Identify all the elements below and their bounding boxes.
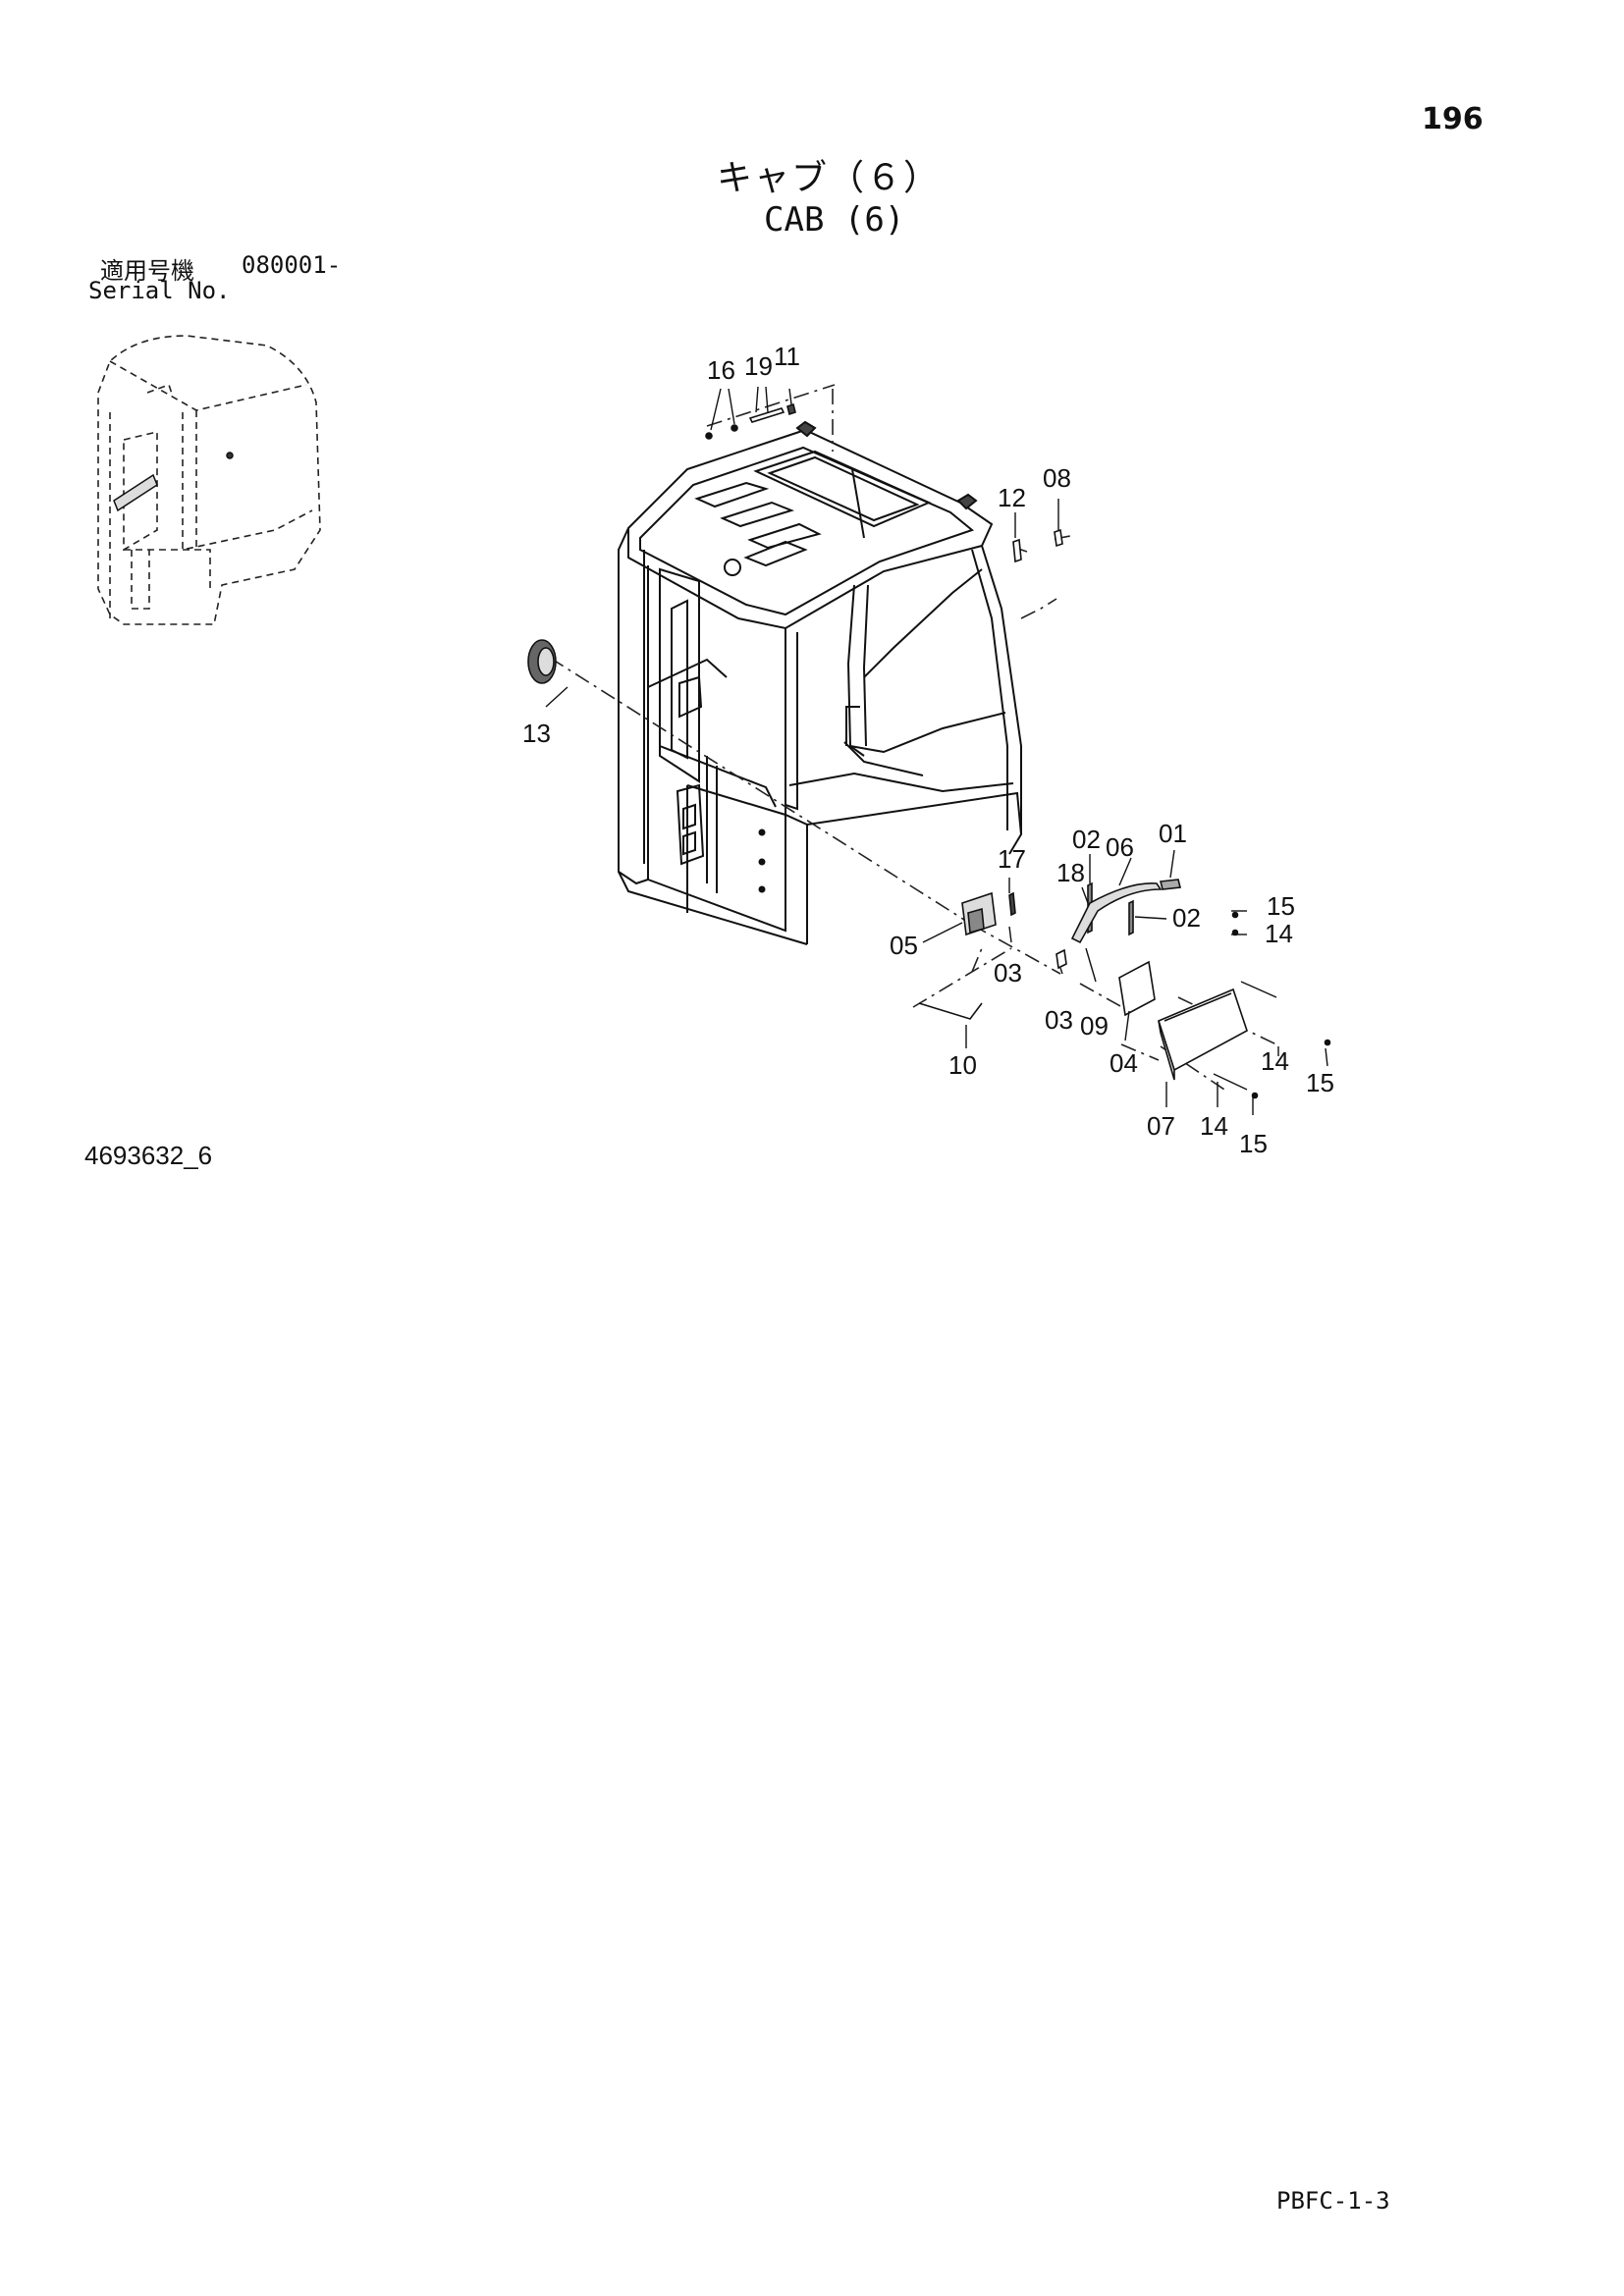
callout-18: 18 bbox=[1056, 858, 1085, 887]
callout-14-right: 14 bbox=[1261, 1046, 1289, 1076]
callout-04: 04 bbox=[1110, 1048, 1138, 1078]
callout-13: 13 bbox=[522, 719, 551, 748]
callout-labels: 16 19 11 12 08 13 17 18 02 06 01 02 05 0… bbox=[522, 342, 1334, 1158]
overview-highlight bbox=[113, 452, 234, 512]
callout-05: 05 bbox=[890, 931, 918, 960]
callout-15-top: 15 bbox=[1267, 891, 1295, 921]
drawing-number: 4693632_6 bbox=[84, 1141, 213, 1170]
page-number: 196 bbox=[1422, 102, 1484, 136]
callout-10: 10 bbox=[948, 1050, 977, 1080]
callout-12: 12 bbox=[998, 483, 1026, 512]
leader-lines bbox=[545, 386, 1328, 1115]
callout-14-top: 14 bbox=[1265, 919, 1293, 948]
callout-06: 06 bbox=[1106, 832, 1134, 862]
title-english: CAB (6) bbox=[764, 200, 905, 240]
callout-19: 19 bbox=[744, 351, 773, 381]
callout-08: 08 bbox=[1043, 463, 1071, 493]
callout-03-lower: 03 bbox=[1045, 1005, 1073, 1035]
callout-14-bottom: 14 bbox=[1200, 1111, 1228, 1141]
small-parts bbox=[527, 402, 1331, 1099]
callout-03-left: 03 bbox=[994, 958, 1022, 988]
callout-15-bottom: 15 bbox=[1239, 1129, 1268, 1158]
callout-16: 16 bbox=[707, 355, 735, 385]
serial-label-english: Serial No. bbox=[88, 277, 231, 304]
title-japanese: キャブ（６） bbox=[717, 158, 942, 198]
callout-02-top: 02 bbox=[1072, 825, 1101, 854]
callout-01: 01 bbox=[1159, 819, 1187, 848]
callout-17: 17 bbox=[998, 844, 1026, 874]
callout-09: 09 bbox=[1080, 1011, 1109, 1041]
serial-label-japanese: 適用号機 bbox=[100, 257, 194, 285]
cab-frame-drawing bbox=[618, 420, 1022, 945]
callout-15-right: 15 bbox=[1306, 1068, 1334, 1097]
callout-07: 07 bbox=[1147, 1111, 1175, 1141]
overview-thumbnail bbox=[97, 335, 321, 625]
serial-code: 080001- bbox=[242, 251, 342, 279]
footer-code: PBFC-1-3 bbox=[1276, 2187, 1390, 2215]
callout-11: 11 bbox=[774, 342, 800, 371]
callout-02-right: 02 bbox=[1172, 903, 1201, 933]
